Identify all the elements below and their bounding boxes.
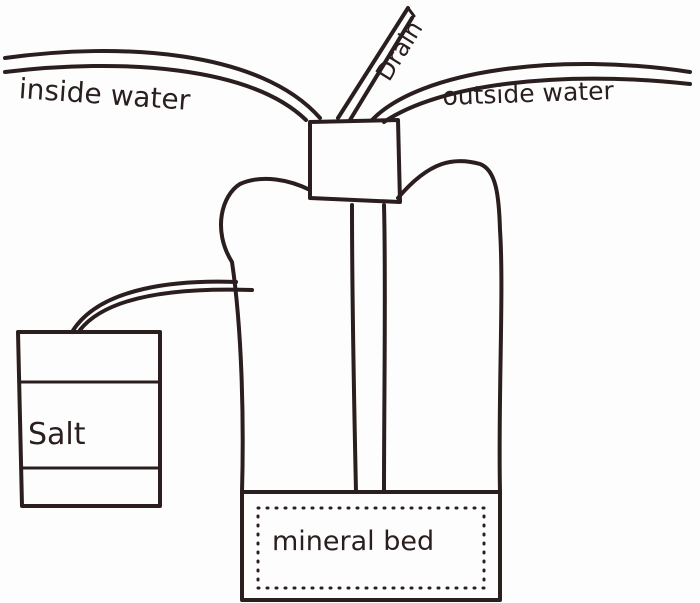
outside-water-pipe <box>370 61 692 122</box>
mineral-bed-container <box>240 490 502 602</box>
brine-line <box>78 287 254 332</box>
drain-pipe <box>336 6 410 120</box>
tank-body <box>218 159 504 494</box>
mineral-bed-label: mineral bed <box>272 526 435 557</box>
inside-water-pipe-inner <box>3 63 308 122</box>
mineral-bed-dotted-outline <box>256 506 486 590</box>
brine-line-inner <box>70 279 238 334</box>
drain-pipe-inner <box>348 16 414 122</box>
distributor-tube-left <box>350 203 358 494</box>
distributor-tube-right <box>382 203 387 494</box>
drain-pipe-cap <box>406 6 416 18</box>
inside-water-pipe <box>3 49 322 120</box>
outside-water-pipe-inner <box>382 76 692 124</box>
outside-water-label: outside water <box>441 76 615 111</box>
salt-tank <box>16 330 162 508</box>
salt-label: Salt <box>28 417 86 452</box>
valve-head <box>308 118 402 204</box>
